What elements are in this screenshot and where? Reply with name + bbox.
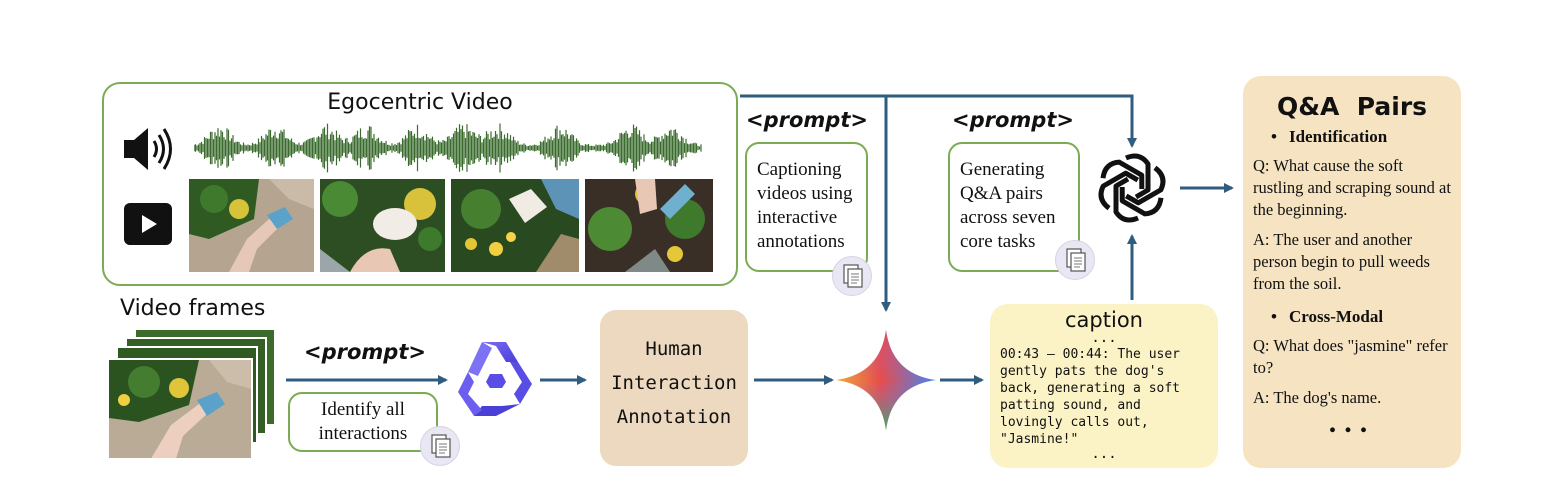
document-icon — [420, 426, 460, 466]
qa-prompt-text: Generating Q&A pairs across seven core t… — [960, 159, 1056, 252]
prompt-label-qa: <prompt> — [952, 108, 1074, 132]
arrow-video-to-gpt — [740, 94, 1137, 148]
caption-ellipsis-bottom: ... — [1091, 446, 1117, 462]
qa-section-cross-modal: •Cross-Modal Q: What does "jasmine" refe… — [1243, 295, 1461, 409]
video-frame-2 — [320, 179, 445, 272]
caption-prompt-text: Captioning videos using interactive anno… — [757, 159, 853, 252]
video-frames-label: Video frames — [120, 296, 266, 321]
qa-question: Q: What does "jasmine" refer to? — [1253, 336, 1448, 377]
openai-logo-icon — [1098, 153, 1166, 223]
prompt-label-caption: <prompt> — [746, 108, 868, 132]
caption-prompt-box: Captioning videos using interactive anno… — [745, 142, 868, 272]
document-icon — [1055, 240, 1095, 280]
waveform-path — [194, 123, 702, 173]
caption-title: caption — [1065, 308, 1143, 332]
speaker-icon — [124, 128, 172, 170]
audio-waveform — [194, 123, 702, 173]
video-frame-3 — [451, 179, 579, 272]
human-box-line1: Human — [645, 338, 703, 360]
qa-answer: A: The dog's name. — [1253, 388, 1382, 407]
human-interaction-annotation-box: Human Interaction Annotation — [600, 310, 748, 466]
qa-answer: A: The user and another person begin to … — [1253, 230, 1430, 293]
identify-prompt-text: Identify all interactions — [318, 399, 408, 444]
caption-ellipsis-top: ... — [1091, 330, 1117, 346]
qa-question: Q: What cause the soft rustling and scra… — [1253, 156, 1451, 219]
human-box-line3: Annotation — [616, 406, 732, 428]
qa-section-heading: •Identification — [1271, 127, 1388, 146]
document-icon — [832, 256, 872, 296]
video-panel-title: Egocentric Video — [327, 90, 513, 115]
prompt-label-identify: <prompt> — [304, 340, 426, 364]
qwen-logo-icon — [458, 342, 532, 416]
video-frame-4 — [585, 179, 713, 272]
stacked-frame-front — [107, 358, 253, 460]
play-icon — [124, 203, 172, 245]
qa-more-ellipsis: ... — [1328, 406, 1376, 439]
qa-panel-title: Q&A Pairs — [1276, 92, 1428, 121]
qa-pairs-panel: Q&A Pairs •Identification Q: What cause … — [1243, 76, 1461, 468]
gemini-star-icon — [836, 330, 936, 430]
qa-section-identification: •Identification Q: What cause the soft r… — [1243, 121, 1461, 295]
human-box-line2: Interaction — [611, 372, 737, 394]
qa-section-heading: •Cross-Modal — [1271, 307, 1384, 326]
video-frame-1 — [189, 179, 314, 272]
caption-text: 00:43 – 00:44: The user gently pats the … — [1000, 347, 1181, 447]
caption-box: caption ... 00:43 – 00:44: The user gent… — [990, 304, 1218, 468]
identify-prompt-box: Identify all interactions — [288, 392, 438, 452]
